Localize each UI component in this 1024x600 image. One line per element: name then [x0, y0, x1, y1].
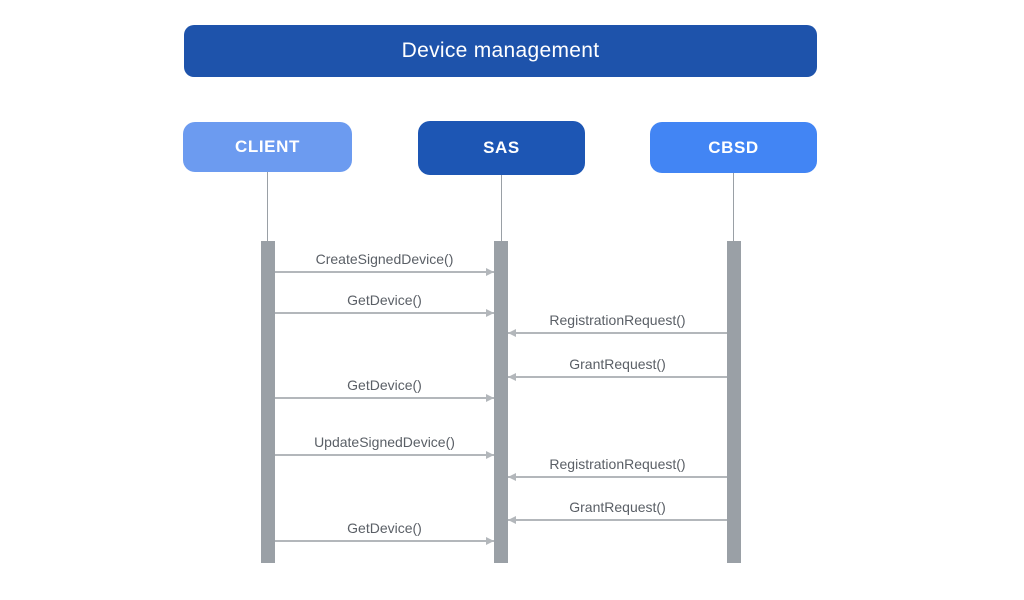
- diagram-title-box: Device management: [184, 25, 817, 77]
- arrowhead-left-icon: [508, 473, 516, 481]
- actor-cbsd: CBSD: [650, 122, 817, 173]
- message-line: [508, 476, 727, 478]
- actor-sas-label: SAS: [483, 138, 520, 157]
- actor-client: CLIENT: [183, 122, 352, 172]
- arrowhead-right-icon: [486, 268, 494, 276]
- message-label: RegistrationRequest(): [549, 456, 686, 472]
- lifeline-sas: [501, 175, 502, 241]
- message-line: [275, 540, 494, 542]
- lifeline-cbsd: [733, 173, 734, 241]
- activation-bar-client: [261, 241, 275, 563]
- message-line: [508, 376, 727, 378]
- message-label: UpdateSignedDevice(): [314, 434, 455, 450]
- actor-cbsd-label: CBSD: [708, 137, 759, 157]
- message-line: [275, 454, 494, 456]
- message-label: RegistrationRequest(): [549, 312, 686, 328]
- message-label: GrantRequest(): [569, 499, 666, 515]
- actor-sas: SAS: [418, 121, 585, 175]
- message-line: [275, 312, 494, 314]
- lifeline-client: [267, 172, 268, 241]
- arrowhead-left-icon: [508, 516, 516, 524]
- message-line: [508, 332, 727, 334]
- activation-bar-cbsd: [727, 241, 741, 563]
- arrowhead-right-icon: [486, 451, 494, 459]
- message-label: GrantRequest(): [569, 356, 666, 372]
- message-line: [508, 519, 727, 521]
- activation-bar-sas: [494, 241, 508, 563]
- arrowhead-right-icon: [486, 309, 494, 317]
- arrowhead-right-icon: [486, 394, 494, 402]
- message-label: GetDevice(): [347, 520, 422, 536]
- message-label: GetDevice(): [347, 292, 422, 308]
- message-line: [275, 271, 494, 273]
- actor-client-label: CLIENT: [235, 137, 300, 156]
- diagram-title: Device management: [401, 39, 600, 62]
- message-label: GetDevice(): [347, 377, 422, 393]
- arrowhead-right-icon: [486, 537, 494, 545]
- message-label: CreateSignedDevice(): [315, 251, 454, 267]
- arrowhead-left-icon: [508, 373, 516, 381]
- message-line: [275, 397, 494, 399]
- arrowhead-left-icon: [508, 329, 516, 337]
